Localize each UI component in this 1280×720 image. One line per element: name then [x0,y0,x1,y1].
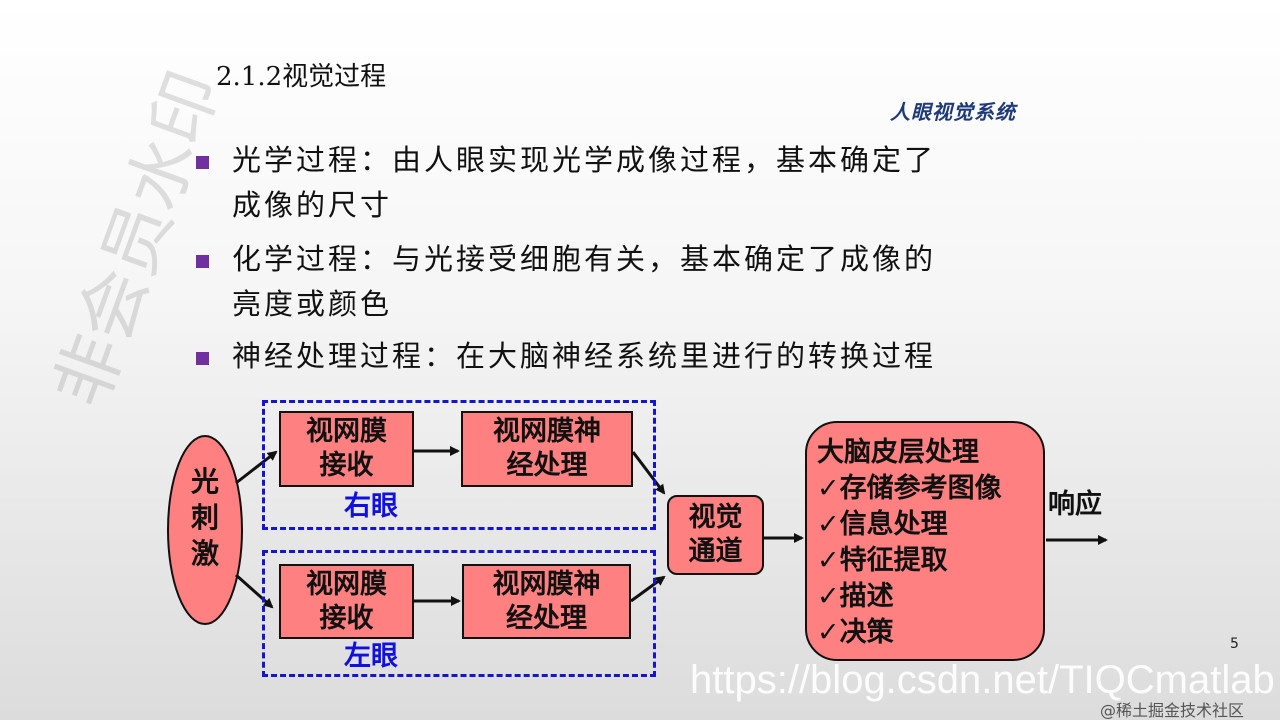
page-number: 5 [1230,636,1239,652]
right-eye-group [262,400,656,530]
left-eye-label: 左眼 [344,641,398,672]
left-eye-group [262,550,656,677]
arrow [235,450,278,485]
cortex-item: ✓描述 [817,581,894,612]
bullet-marker [196,255,209,268]
stimulus-ellipse [167,435,243,625]
slide-subtitle: 人眼视觉系统 [890,100,1016,124]
bullet-text: 化学过程：与光接受细胞有关，基本确定了成像的亮度或颜色 [232,242,937,321]
right-retina-neural: 视网膜神经处理 [461,411,633,487]
cortex-item: ✓信息处理 [817,509,948,540]
bullet-text: 光学过程：由人眼实现光学成像过程，基本确定了成像的尺寸 [232,143,937,222]
right-retina-receive: 视网膜接收 [279,411,414,487]
url-watermark: https://blog.csdn.net/TIQCmatlab [690,658,1275,702]
cortex-item: ✓特征提取 [817,545,948,576]
left-retina-neural: 视网膜神经处理 [462,564,631,639]
stimulus-label: 光刺激 [190,465,219,570]
cortex-processing: 大脑皮层处理 ✓存储参考图像 ✓信息处理 ✓特征提取 ✓描述 ✓决策 [805,421,1045,661]
arrow [235,573,274,609]
source-watermark: @稀土掘金技术社区 [1100,701,1245,720]
arrow [631,451,666,495]
cortex-item: ✓存储参考图像 [817,473,1002,504]
arrow [630,575,666,603]
right-eye-label: 右眼 [344,491,398,522]
left-retina-receive: 视网膜接收 [279,564,414,639]
bullet-marker [196,352,209,365]
slide-title: 2.1.2视觉过程 [216,62,387,92]
bullet-text: 神经处理过程：在大脑神经系统里进行的转换过程 [232,339,937,373]
cortex-title: 大脑皮层处理 [817,437,979,468]
bullet-marker [196,156,209,169]
visual-pathway: 视觉通道 [667,495,764,575]
response-label: 响应 [1048,489,1102,520]
cortex-item: ✓决策 [817,617,894,648]
